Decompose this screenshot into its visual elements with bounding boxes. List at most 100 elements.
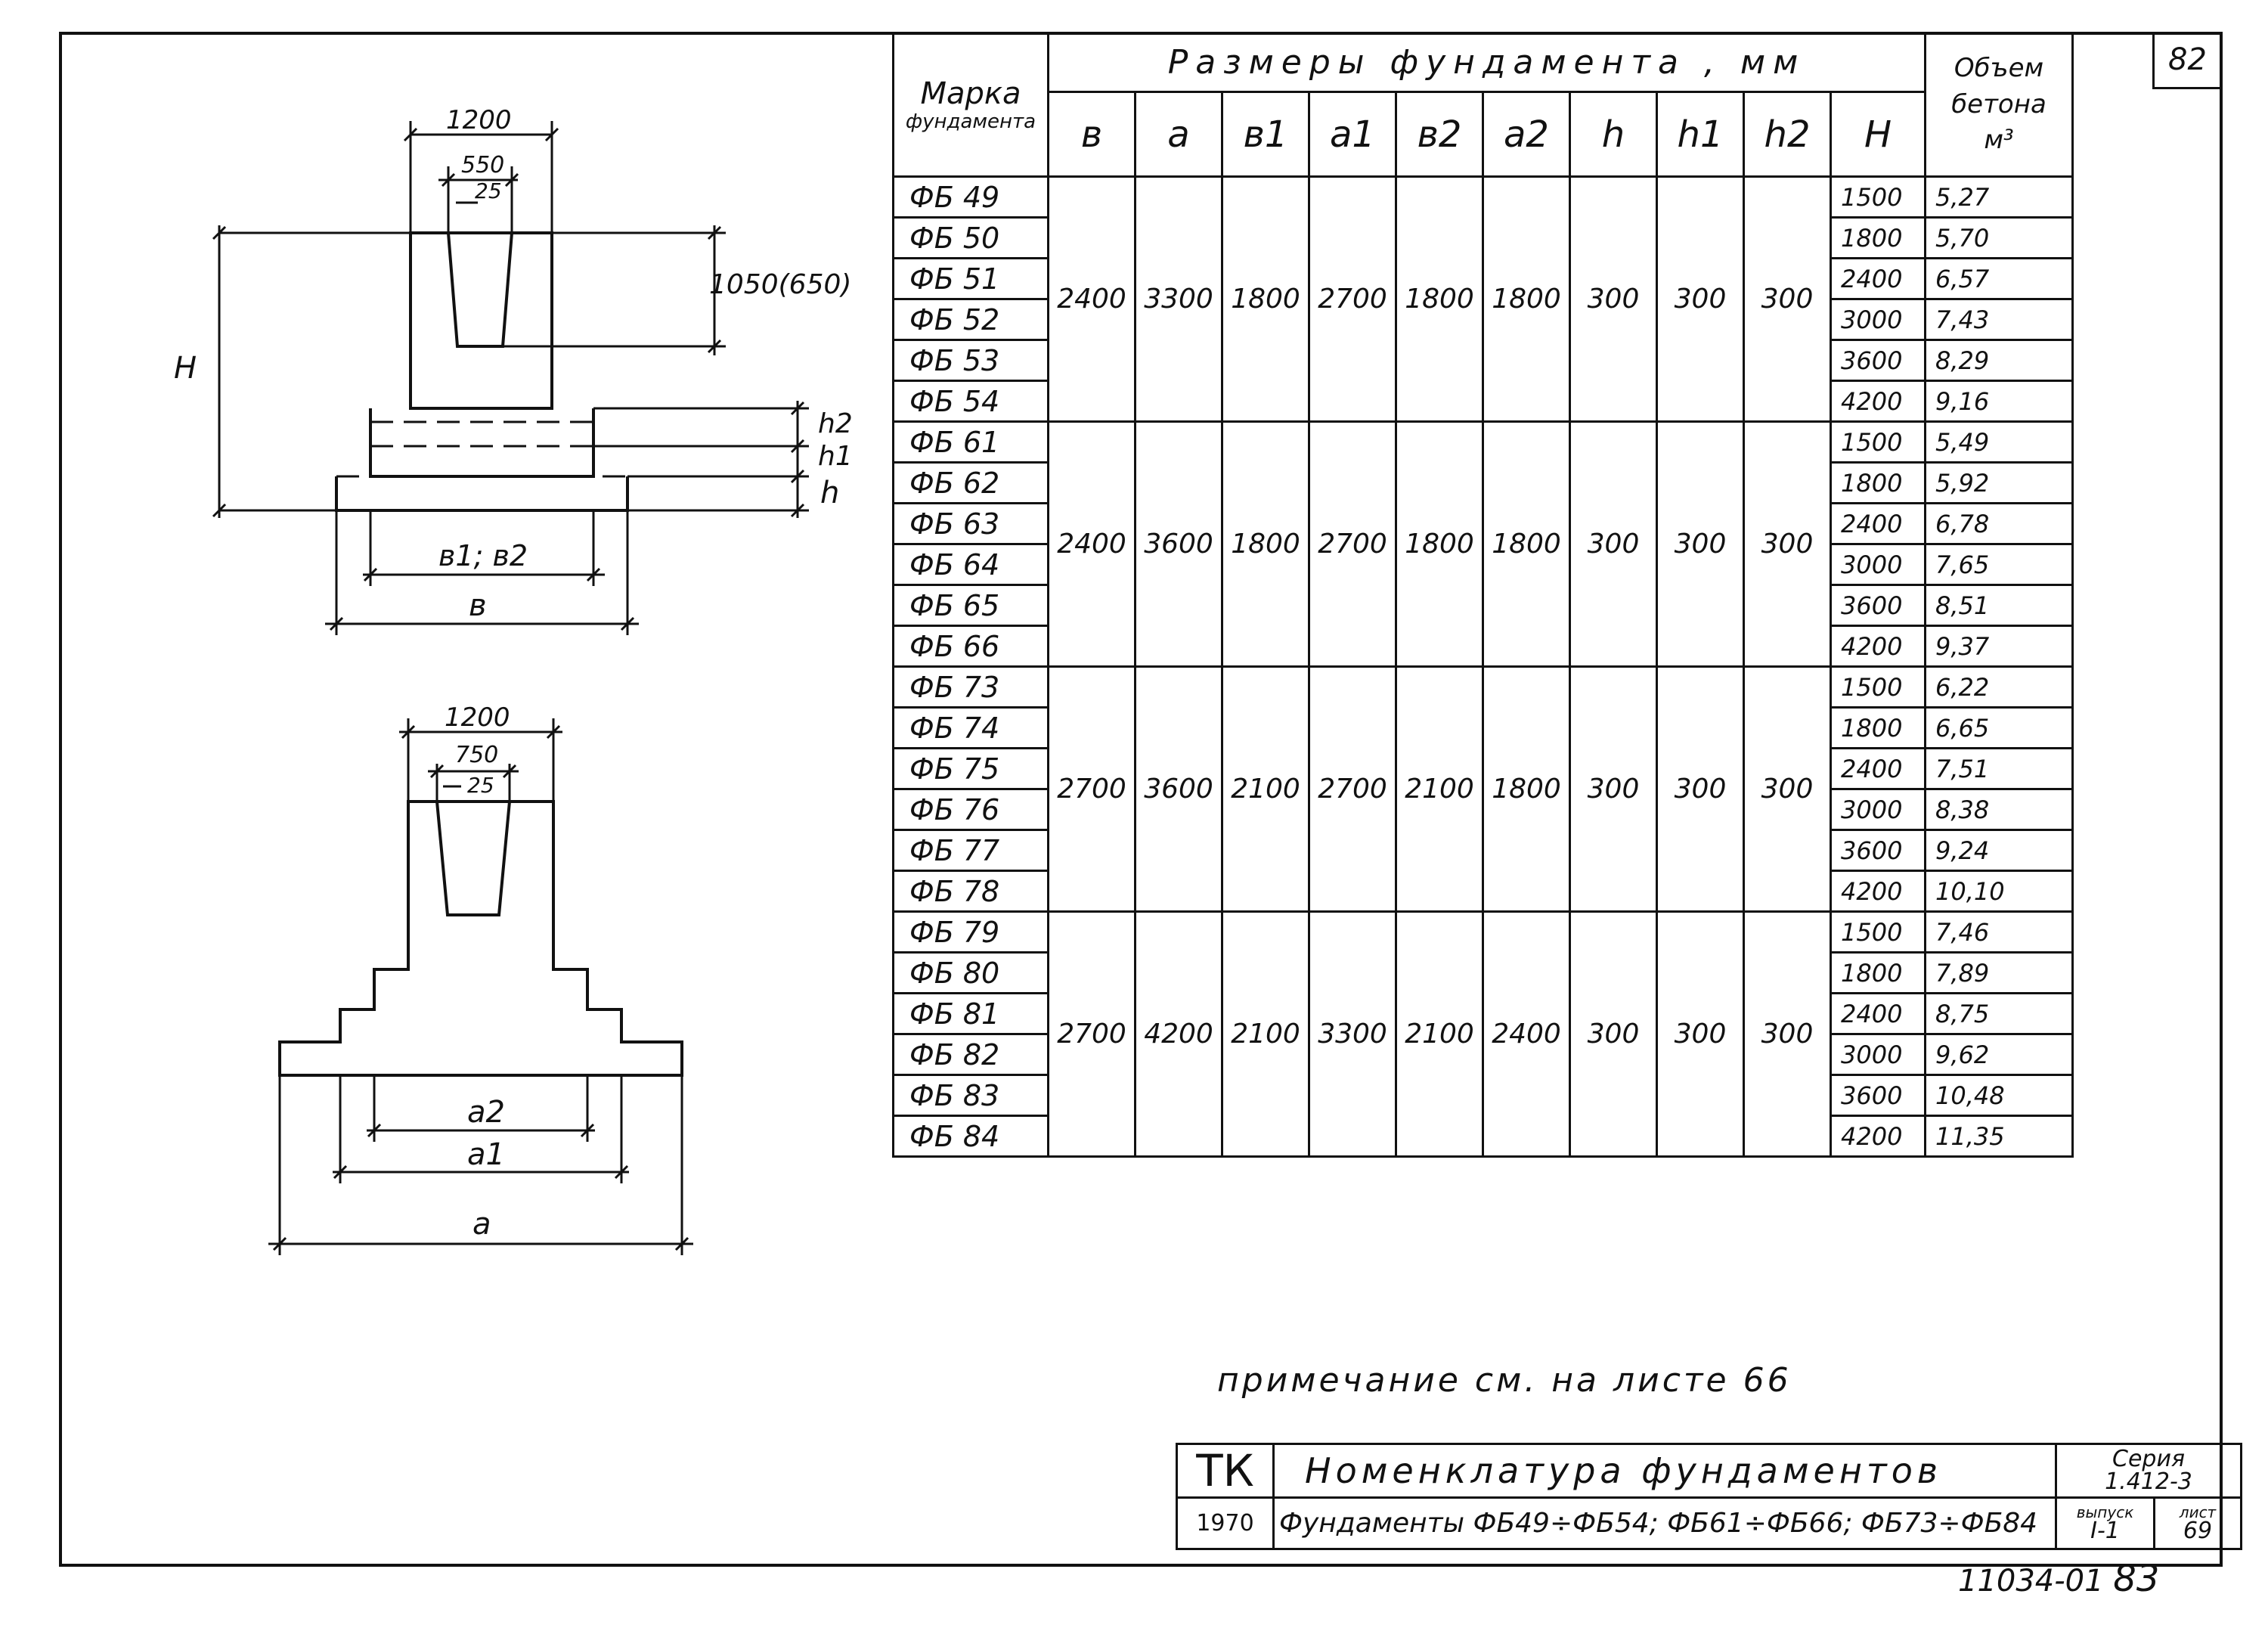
header-h: h (1569, 91, 1658, 178)
cell-H: 4200 (1830, 625, 1926, 668)
cell-b1: 2100 (1221, 665, 1310, 913)
cell-H: 2400 (1830, 502, 1926, 545)
cell-H: 1500 (1830, 175, 1926, 219)
cell-h: 300 (1569, 420, 1658, 668)
cell-volume: 8,29 (1924, 339, 2074, 382)
dim-cup-width-a: 750 (455, 742, 498, 768)
dim-cup-depth: 1050(650) (709, 269, 851, 300)
dim-h2-label: h2 (818, 408, 853, 439)
header-b1: в1 (1221, 91, 1310, 178)
cell-blank (2071, 870, 2209, 912)
cell-mark: ФБ 63 (892, 502, 1049, 545)
cell-mark: ФБ 53 (892, 339, 1049, 382)
cell-blank (2071, 666, 2209, 708)
header-mark-label: Марка (920, 76, 1021, 111)
cell-mark: ФБ 84 (892, 1115, 1049, 1158)
dim-a1-label: a1 (467, 1137, 505, 1172)
cell-volume: 5,27 (1924, 175, 2074, 219)
cell-volume: 9,24 (1924, 829, 2074, 872)
cell-blank (2071, 544, 2209, 585)
cell-volume: 8,75 (1924, 992, 2074, 1035)
dim-b1b2-label: в1; в2 (438, 539, 528, 572)
cell-H: 1800 (1830, 951, 1926, 994)
cell-volume: 8,38 (1924, 788, 2074, 831)
cell-a: 3600 (1134, 665, 1223, 913)
cell-H: 3600 (1830, 1074, 1926, 1117)
cell-h2: 300 (1743, 175, 1832, 423)
cell-H: 4200 (1830, 380, 1926, 423)
cell-volume: 6,65 (1924, 706, 2074, 749)
cell-mark: ФБ 76 (892, 788, 1049, 831)
cell-mark: ФБ 81 (892, 992, 1049, 1035)
cell-h1: 300 (1656, 175, 1745, 423)
cell-volume: 9,37 (1924, 625, 2074, 668)
cell-volume: 6,57 (1924, 257, 2074, 300)
cell-h1: 300 (1656, 910, 1745, 1158)
cell-volume: 7,43 (1924, 298, 2074, 341)
cell-mark: ФБ 78 (892, 870, 1049, 913)
title-block: ТК Номенклатура фундаментов Серия 1.412-… (1176, 1443, 2242, 1550)
cell-H: 3000 (1830, 788, 1926, 831)
cell-a1: 2700 (1308, 420, 1397, 668)
cell-blank (2071, 176, 2209, 218)
archive-code: 11034-01 (1958, 1564, 2104, 1599)
cell-volume: 6,78 (1924, 502, 2074, 545)
cell-blank (2071, 217, 2209, 259)
cell-H: 3000 (1830, 1033, 1926, 1076)
series-label: Серия (2112, 1446, 2185, 1472)
cell-mark: ФБ 54 (892, 380, 1049, 423)
cell-mark: ФБ 65 (892, 584, 1049, 627)
cell-H: 2400 (1830, 257, 1926, 300)
cell-blank (2071, 625, 2209, 667)
archive-number: 11034-01 83 (1958, 1558, 2159, 1600)
cell-blank (2071, 830, 2209, 871)
cell-mark: ФБ 50 (892, 216, 1049, 259)
cell-mark: ФБ 62 (892, 461, 1049, 504)
cell-volume: 7,51 (1924, 747, 2074, 790)
header-b2: в2 (1395, 91, 1484, 178)
header-h1: h1 (1656, 91, 1745, 178)
title-block-subtitle: Фундаменты ФБ49÷ФБ54; ФБ61÷ФБ66; ФБ73÷ФБ… (1272, 1496, 2057, 1550)
cell-blank (2071, 707, 2209, 749)
cell-mark: ФБ 66 (892, 625, 1049, 668)
issue-value: I-1 (2090, 1517, 2120, 1544)
cell-volume: 5,49 (1924, 420, 2074, 464)
header-volume: Объем бетона м³ (1924, 32, 2074, 178)
cell-H: 3600 (1830, 829, 1926, 872)
cell-blank (2071, 1034, 2209, 1075)
cell-b1: 2100 (1221, 910, 1310, 1158)
cell-mark: ФБ 51 (892, 257, 1049, 300)
dim-b-label: в (469, 588, 487, 623)
title-block-sheet: лист 69 (2153, 1496, 2242, 1550)
cell-blank (2071, 503, 2209, 544)
cell-volume: 10,48 (1924, 1074, 2074, 1117)
cell-mark: ФБ 61 (892, 420, 1049, 464)
dim-a-label: a (472, 1207, 491, 1242)
cell-mark: ФБ 52 (892, 298, 1049, 341)
header-volume-label: Объем бетона (1951, 53, 2046, 119)
cell-H: 2400 (1830, 747, 1926, 790)
cell-blank (2071, 585, 2209, 626)
cell-mark: ФБ 49 (892, 175, 1049, 219)
foundation-section-a-drawing: 1200 750 25 a2 a1 a (268, 702, 693, 1255)
cell-volume: 11,35 (1924, 1115, 2074, 1158)
cell-H: 1500 (1830, 665, 1926, 709)
cell-blank (2071, 952, 2209, 994)
cell-blank (2071, 340, 2209, 381)
header-volume-unit: м³ (1984, 125, 2014, 156)
cell-b2: 1800 (1395, 175, 1484, 423)
dim-top-width: 1200 (446, 105, 512, 135)
cell-volume: 9,16 (1924, 380, 2074, 423)
